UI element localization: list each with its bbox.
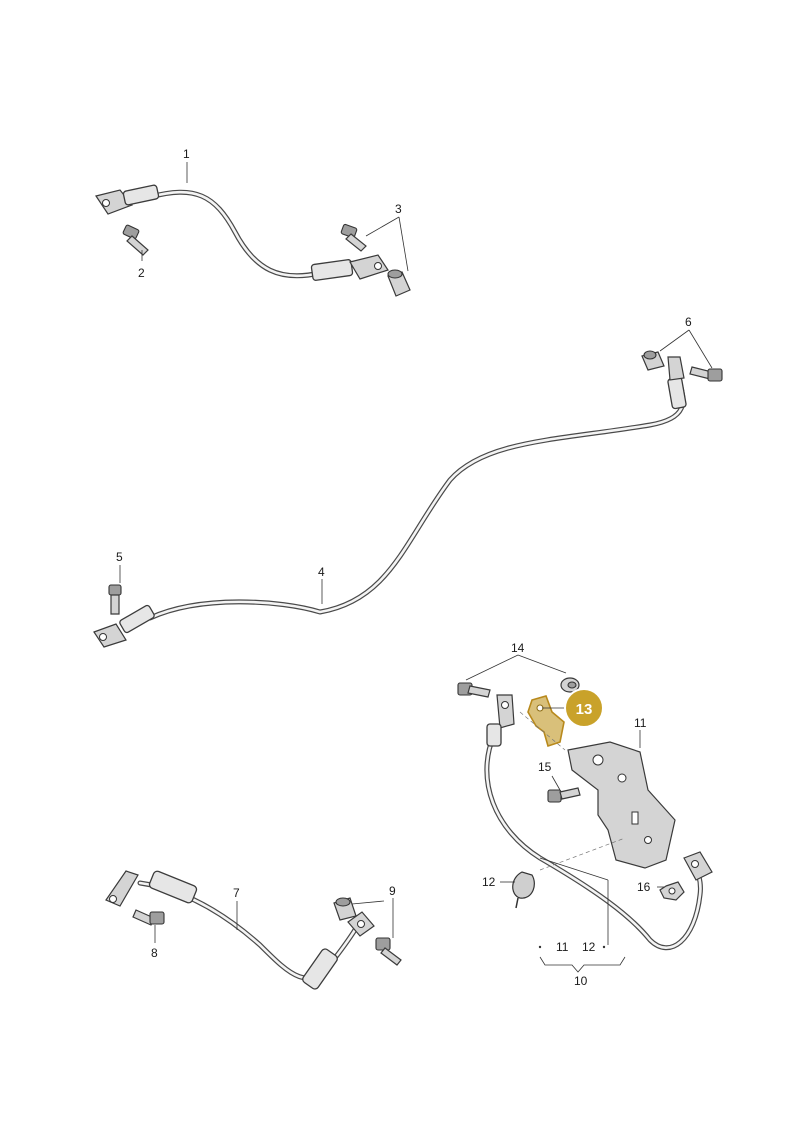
leaders-4 bbox=[119, 329, 713, 604]
label-3: 3 bbox=[395, 202, 402, 216]
nut-14[interactable] bbox=[560, 677, 580, 693]
bolt-2[interactable] bbox=[122, 224, 149, 256]
bolt-15[interactable] bbox=[547, 787, 581, 803]
label-11-bottom: 11 bbox=[556, 940, 569, 954]
highlighted-part-13[interactable] bbox=[527, 695, 565, 748]
label-2: 2 bbox=[138, 266, 145, 280]
leaders-1 bbox=[141, 162, 409, 272]
label-16: 16 bbox=[637, 880, 651, 894]
cable-assembly-10[interactable] bbox=[484, 694, 713, 951]
cable-assembly-1[interactable] bbox=[95, 184, 389, 281]
clip-12[interactable] bbox=[512, 871, 535, 909]
nut-9[interactable] bbox=[333, 897, 357, 921]
label-10: 10 bbox=[574, 974, 588, 988]
bolt-3[interactable] bbox=[340, 223, 367, 252]
cable-assembly-4[interactable] bbox=[93, 356, 687, 648]
label-6: 6 bbox=[685, 315, 692, 329]
cable-assembly-7[interactable] bbox=[105, 870, 375, 991]
label-4: 4 bbox=[318, 565, 325, 579]
label-12-bottom: 12 bbox=[582, 940, 596, 954]
bolt-8[interactable] bbox=[132, 909, 165, 926]
label-5: 5 bbox=[116, 550, 123, 564]
leaders-7 bbox=[154, 898, 394, 943]
bolt-6[interactable] bbox=[689, 366, 723, 382]
nut-3[interactable] bbox=[387, 269, 411, 297]
label-15: 15 bbox=[538, 760, 552, 774]
bolt-14[interactable] bbox=[457, 682, 491, 698]
label-14: 14 bbox=[511, 641, 525, 655]
label-12: 12 bbox=[482, 875, 496, 889]
nut-16[interactable] bbox=[659, 881, 685, 901]
label-8: 8 bbox=[151, 946, 158, 960]
highlight-callout-13[interactable]: 13 bbox=[564, 688, 604, 728]
bolt-5[interactable] bbox=[108, 584, 122, 615]
label-11: 11 bbox=[634, 716, 647, 730]
highlight-callout-label: 13 bbox=[576, 701, 593, 718]
nut-6[interactable] bbox=[641, 350, 665, 371]
label-1: 1 bbox=[183, 147, 190, 161]
bracket-11[interactable] bbox=[567, 741, 676, 869]
bolt-9[interactable] bbox=[375, 937, 402, 966]
label-9: 9 bbox=[389, 884, 396, 898]
part-labels: 1 2 3 4 5 6 7 8 9 10 11 12 14 15 16 11 1… bbox=[116, 147, 692, 988]
leaders-10 bbox=[465, 654, 664, 973]
label-7: 7 bbox=[233, 886, 240, 900]
